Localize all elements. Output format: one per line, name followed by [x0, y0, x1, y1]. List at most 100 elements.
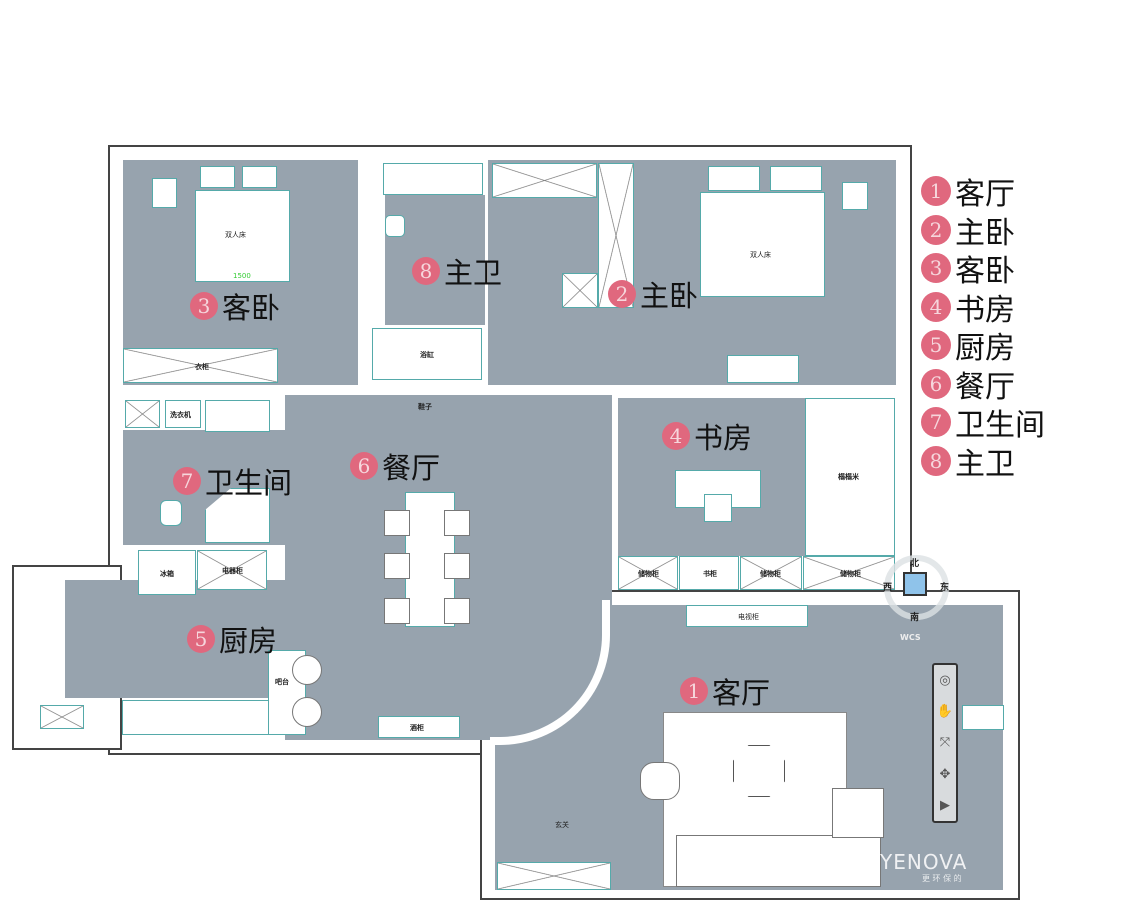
storage-cabinet	[740, 556, 802, 590]
study-chair	[704, 494, 732, 522]
storage-cabinet	[803, 556, 895, 590]
wine-cabinet-label: 酒柜	[410, 724, 424, 732]
storage-label: 储物柜	[760, 570, 781, 578]
armchair	[640, 762, 680, 800]
badge: 6	[921, 368, 951, 399]
wash-basin	[205, 400, 270, 432]
washer-label: 洗衣机	[170, 411, 191, 419]
badge: 8	[921, 445, 951, 476]
bookcase	[679, 556, 739, 590]
double-bed-label: 双人床	[225, 231, 246, 239]
wine-cabinet	[378, 716, 460, 738]
badge: 2	[608, 280, 636, 308]
master-tv-cabinet	[727, 355, 799, 383]
showmotion-icon[interactable]: ▶	[940, 797, 950, 813]
kitchen-counter	[122, 700, 272, 735]
room-name: 书房	[694, 421, 753, 455]
tv-cabinet-label: 电视柜	[738, 613, 759, 621]
entrance-cabinet	[497, 862, 611, 890]
sofa-chaise	[832, 788, 884, 838]
navigation-bar[interactable]: ◎ ✋ ⤧ ✥ ▶	[932, 663, 958, 823]
legend-label: 主卧	[955, 215, 1015, 251]
badge: 8	[412, 257, 440, 285]
compass-east: 东	[940, 583, 950, 593]
badge: 1	[680, 677, 708, 705]
badge: 7	[921, 407, 951, 438]
room-name: 厨房	[219, 624, 278, 658]
storage-label: 储物柜	[840, 570, 861, 578]
badge: 3	[190, 292, 218, 320]
watermark-brand: YENOVA	[880, 850, 968, 874]
dining-chair	[444, 553, 470, 579]
legend-label: 主卫	[955, 446, 1015, 482]
legend-label: 客卧	[955, 254, 1015, 290]
badge: 2	[921, 214, 951, 245]
badge: 1	[921, 176, 951, 207]
entrance-label: 玄关	[555, 821, 569, 829]
bookcase-label: 书柜	[703, 570, 717, 578]
compass-south: 南	[910, 613, 920, 623]
bathtub	[372, 328, 482, 380]
tv-cabinet	[686, 605, 808, 627]
bar-stool	[292, 655, 322, 685]
fridge-label: 冰箱	[160, 570, 174, 578]
stove	[40, 705, 84, 729]
steering-wheel-icon[interactable]: ◎	[939, 673, 951, 689]
shoe-label: 鞋子	[418, 403, 432, 411]
legend-label: 客厅	[955, 177, 1015, 213]
room-name: 主卧	[640, 279, 699, 313]
legend-label: 书房	[955, 292, 1015, 328]
badge: 5	[921, 330, 951, 361]
dining-chair	[384, 553, 410, 579]
vanity-sink	[383, 163, 483, 195]
bathtub-label: 浴缸	[420, 351, 434, 359]
room-name: 卫生间	[205, 466, 293, 500]
bar-stool	[292, 697, 322, 727]
appliance-cabinet-label: 电器柜	[222, 567, 243, 575]
legend-label: 卫生间	[955, 408, 1045, 444]
double-bed	[195, 190, 290, 282]
badge: 4	[921, 291, 951, 322]
pillow	[770, 166, 822, 191]
pan-hand-icon[interactable]: ✋	[936, 704, 954, 720]
room-name: 客厅	[712, 676, 771, 710]
bed-width-label: 1500	[233, 272, 251, 280]
pillow	[708, 166, 760, 191]
dining-chair	[384, 598, 410, 624]
wcs-label[interactable]: WCS	[900, 633, 921, 642]
master-cabinet	[562, 273, 598, 308]
viewcube-face[interactable]	[903, 572, 927, 596]
compass-west: 西	[883, 583, 893, 593]
master-bed	[700, 192, 825, 297]
watermark-slogan: 更 环 保 的	[922, 874, 962, 883]
fridge	[138, 550, 196, 595]
orbit-icon[interactable]: ✥	[939, 766, 951, 782]
tatami	[805, 398, 895, 556]
dining-chair	[444, 598, 470, 624]
viewcube[interactable]	[884, 555, 949, 620]
badge: 6	[350, 452, 378, 480]
room-name: 主卫	[444, 256, 503, 290]
coffee-table	[733, 745, 785, 797]
sofa	[676, 835, 881, 887]
legend-label: 餐厅	[955, 369, 1015, 405]
master-wardrobe	[492, 163, 597, 198]
badge: 7	[173, 467, 201, 495]
zoom-icon[interactable]: ⤧	[939, 735, 951, 751]
dining-side-table	[962, 705, 1004, 730]
dining-chair	[444, 510, 470, 536]
storage-cabinet	[618, 556, 678, 590]
badge: 3	[921, 253, 951, 284]
